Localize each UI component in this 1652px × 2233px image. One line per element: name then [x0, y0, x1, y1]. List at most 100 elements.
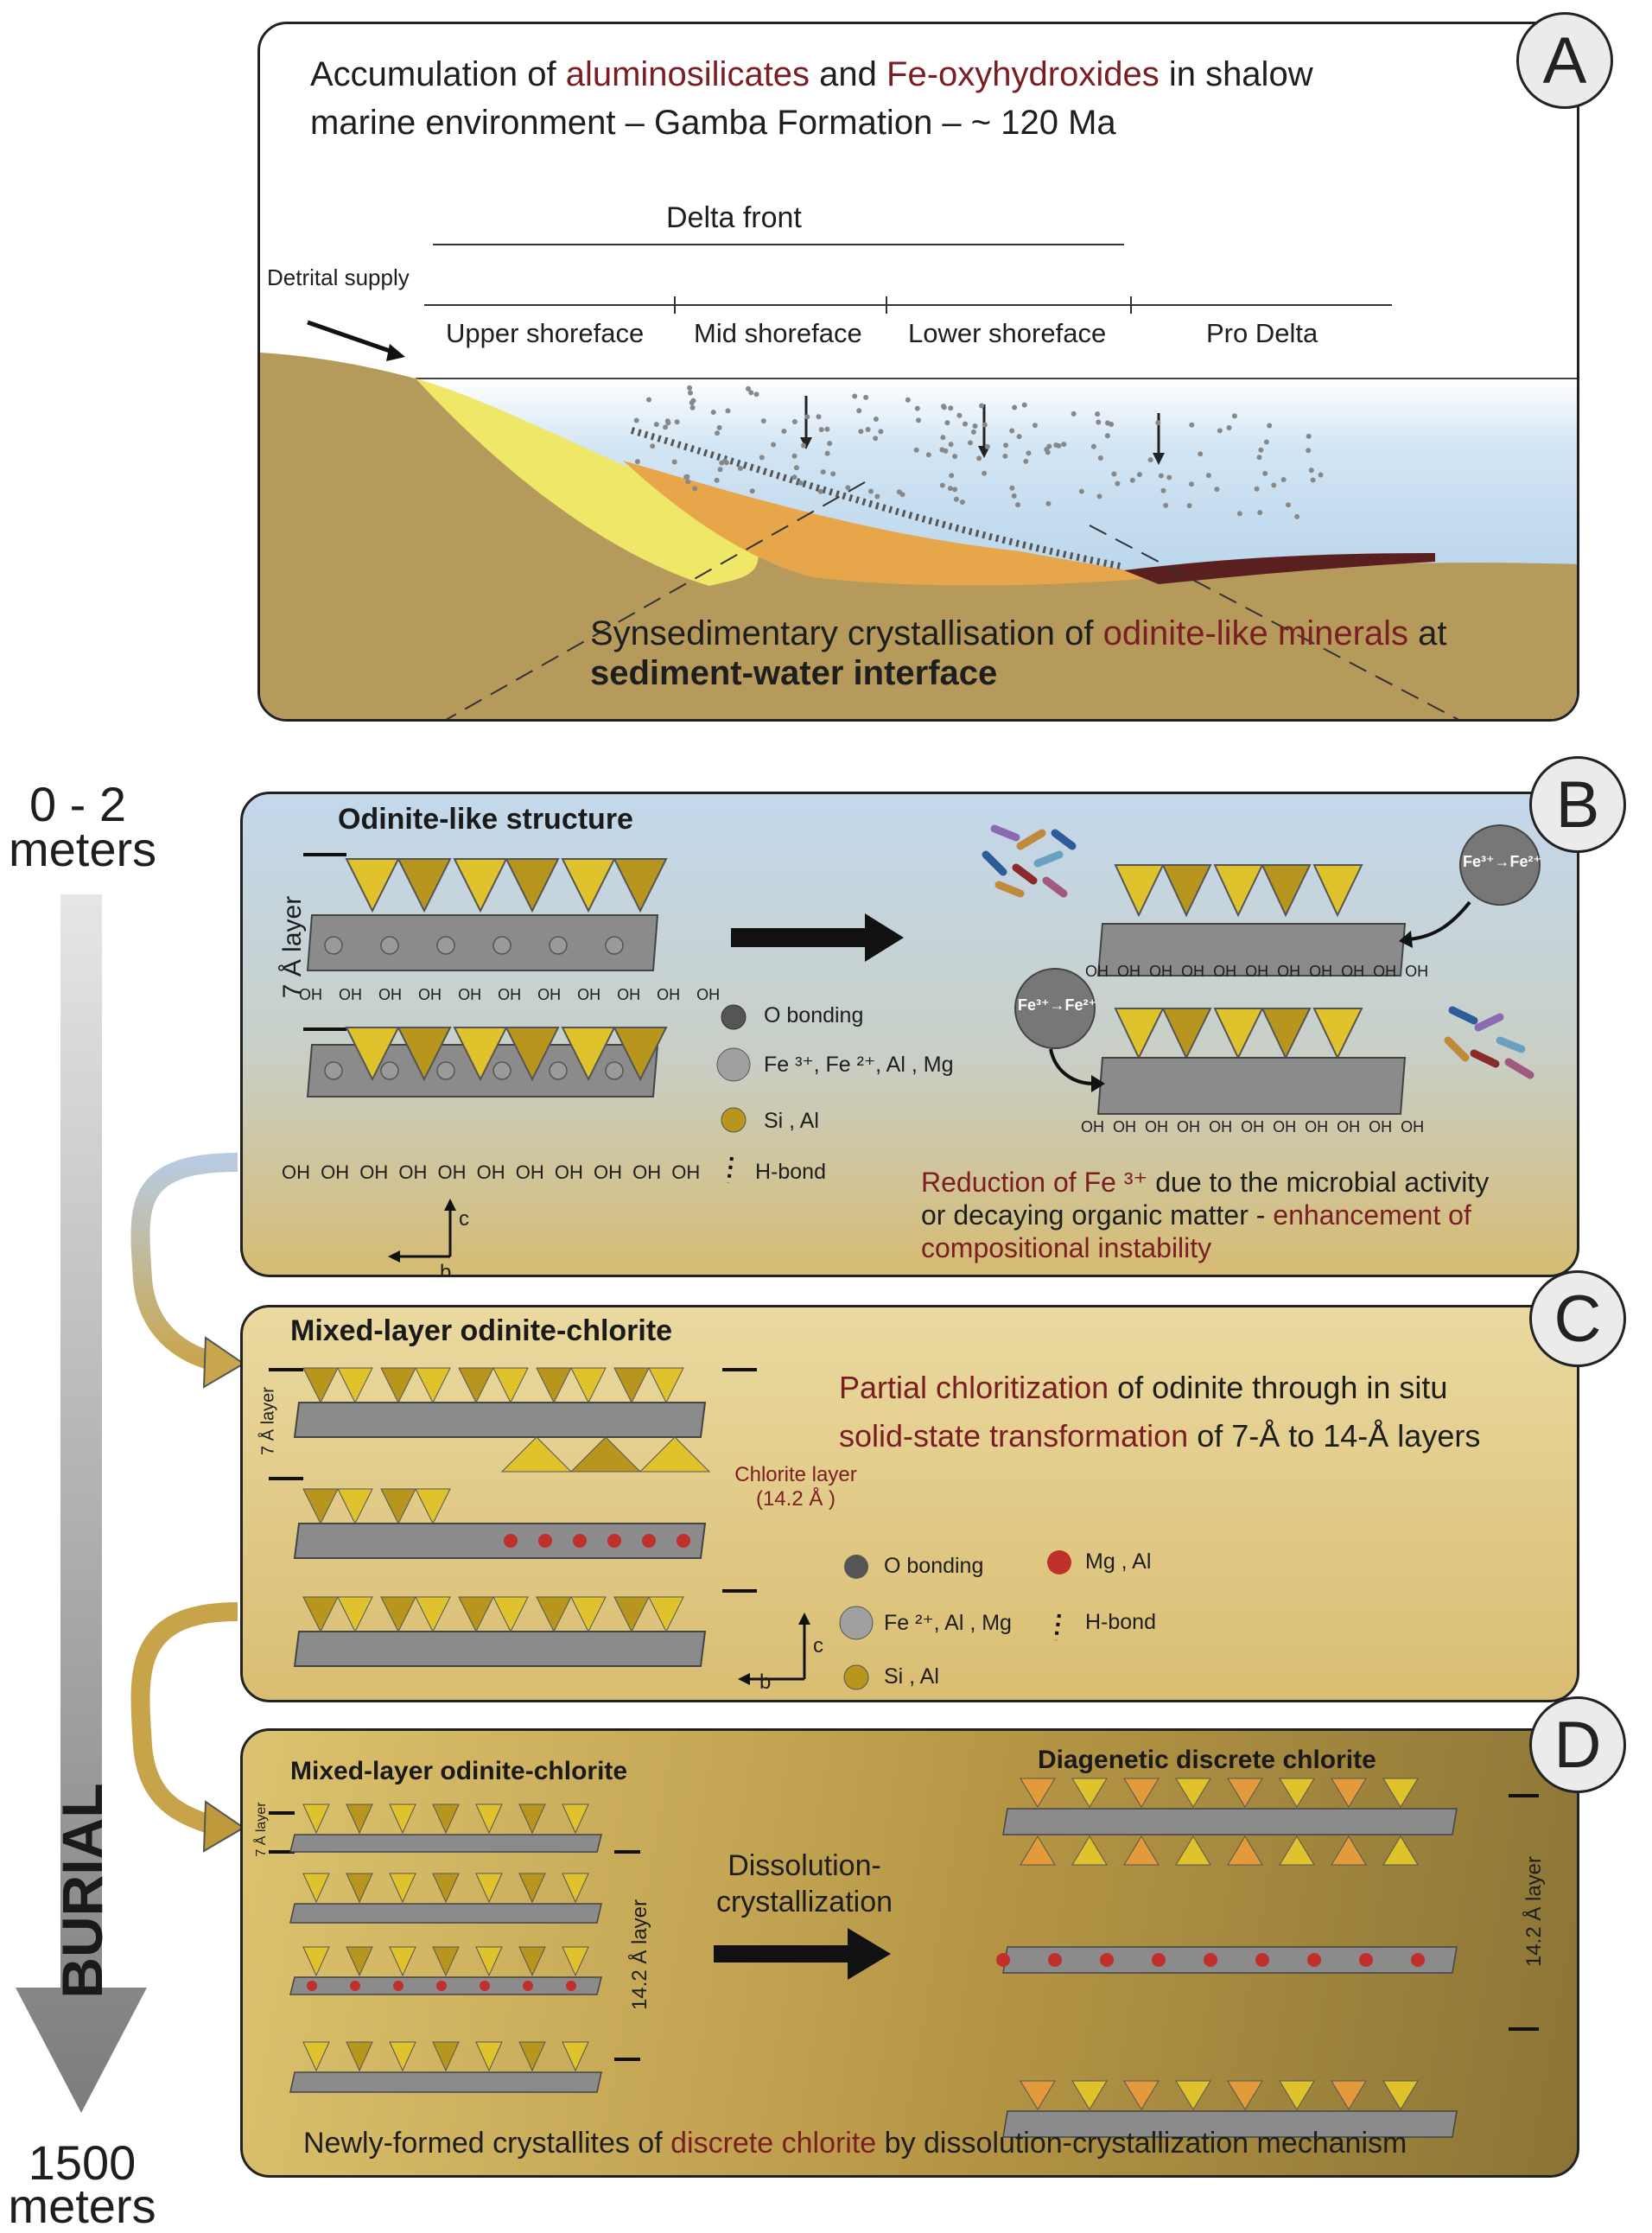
panel-c-desc-line1: Partial chloritization of odinite throug… [839, 1370, 1448, 1405]
reduction-line3: compositional instability [921, 1232, 1212, 1263]
particle [818, 427, 824, 433]
reduction-line1: Reduction of Fe ³⁺ due to the microbial … [921, 1167, 1490, 1198]
particle [959, 499, 965, 505]
particle [1032, 423, 1038, 429]
particle [939, 482, 945, 488]
particle [1226, 425, 1232, 430]
particle [663, 424, 669, 430]
detrital-supply-label: Detrital supply [267, 264, 410, 290]
particle [653, 422, 659, 428]
oh-row-3: OH OH OH OH OH OH OH OH OH OH OH [1085, 963, 1429, 980]
right-stack-layers [1002, 1808, 1458, 2138]
particle [824, 450, 830, 456]
particle [746, 385, 751, 391]
particle [804, 414, 810, 420]
particle [633, 417, 639, 423]
particle [737, 466, 743, 471]
depth-bottom-unit: meters [8, 2179, 156, 2233]
legend-fe-al-mg: Fe ³⁺, Fe ²⁺, Al , Mg [764, 1053, 954, 1077]
particle [685, 479, 691, 485]
particle [634, 459, 640, 465]
particle [1011, 493, 1017, 499]
depth-top-value: 0 - 2 [29, 777, 127, 831]
depth-bottom-value: 1500 [28, 2135, 137, 2190]
odinite-sheet-top [303, 853, 668, 1097]
particle [1280, 477, 1287, 482]
shore-profile [260, 244, 1577, 719]
panel-d-title-right: Diagenetic discrete chlorite [1038, 1746, 1376, 1774]
depth-bottom-label: 1500 meters [0, 2135, 164, 2233]
particle [674, 419, 680, 425]
particle [753, 391, 759, 398]
particle [1136, 472, 1142, 478]
particle [1090, 443, 1096, 449]
legend-c-h-bond: H-bond [1085, 1610, 1156, 1634]
particle [1308, 468, 1314, 474]
particle [952, 487, 958, 493]
synsedimentary-line2: sediment-water interface [590, 654, 998, 692]
mixed-layer-structure [269, 1367, 1071, 1690]
synsedimentary-line1: Synsedimentary crystallisation of odinit… [590, 614, 1447, 652]
particle [759, 455, 765, 461]
particle [1262, 470, 1268, 476]
legend-c-mg-al: Mg , Al [1085, 1549, 1152, 1574]
particle [1163, 502, 1169, 508]
particle [1189, 481, 1194, 487]
particle [939, 447, 945, 453]
legend-c-fe-al-mg: Fe ²⁺, Al , Mg [884, 1611, 1012, 1635]
particle [982, 422, 988, 428]
particle [1021, 402, 1027, 408]
zone-mid-shoreface: Mid shoreface [694, 318, 862, 348]
particle [949, 473, 955, 479]
particle [1306, 448, 1312, 454]
particle [820, 469, 826, 475]
particle [716, 424, 722, 430]
particle [976, 455, 982, 461]
particle [781, 429, 787, 434]
particle [941, 404, 947, 410]
particle [856, 408, 862, 414]
zone-lower-shoreface: Lower shoreface [908, 318, 1107, 348]
particle [1003, 442, 1009, 449]
particle [1217, 428, 1223, 434]
panel-d-structures [269, 1778, 1539, 2138]
particle [1096, 419, 1102, 425]
particle [968, 440, 973, 446]
particle [725, 408, 731, 414]
panel-d-caption: Newly-formed crystallites of discrete ch… [303, 2127, 1407, 2160]
particle [948, 405, 954, 411]
particle [1214, 487, 1220, 493]
panel-c-description: Partial chloritization of odinite throug… [839, 1364, 1577, 1460]
depth-top-unit: meters [9, 822, 157, 876]
particle [845, 485, 851, 491]
zone-pro-delta: Pro Delta [1206, 318, 1318, 348]
particle [664, 418, 670, 424]
particle [1109, 422, 1115, 427]
particle [717, 467, 723, 473]
legend-o-bonding: O bonding [764, 1003, 864, 1027]
particle [1002, 453, 1008, 459]
panel-a-letter: A [1516, 12, 1613, 109]
fe-ball-label-bottom: Fe³⁺→Fe²⁺ [1018, 996, 1097, 1014]
particle [771, 442, 777, 448]
panel-d-layer-7: 7 Å layer [254, 1802, 269, 1857]
particle [858, 429, 864, 435]
particle [683, 474, 689, 480]
particle [687, 385, 693, 391]
particle [1023, 458, 1029, 464]
particle [1205, 473, 1211, 479]
particle [972, 423, 978, 429]
particle [863, 394, 869, 400]
particle [865, 427, 871, 432]
particle [760, 418, 766, 424]
odinite-structure-right [1096, 864, 1407, 1115]
particle [982, 470, 988, 476]
right-stack-tetrahedra [1020, 1778, 1419, 2110]
particle [671, 459, 677, 465]
particle [979, 403, 985, 409]
zone-upper-shoreface: Upper shoreface [446, 318, 645, 348]
particle [1129, 477, 1135, 483]
dissolution-line1: Dissolution- [728, 1849, 881, 1882]
